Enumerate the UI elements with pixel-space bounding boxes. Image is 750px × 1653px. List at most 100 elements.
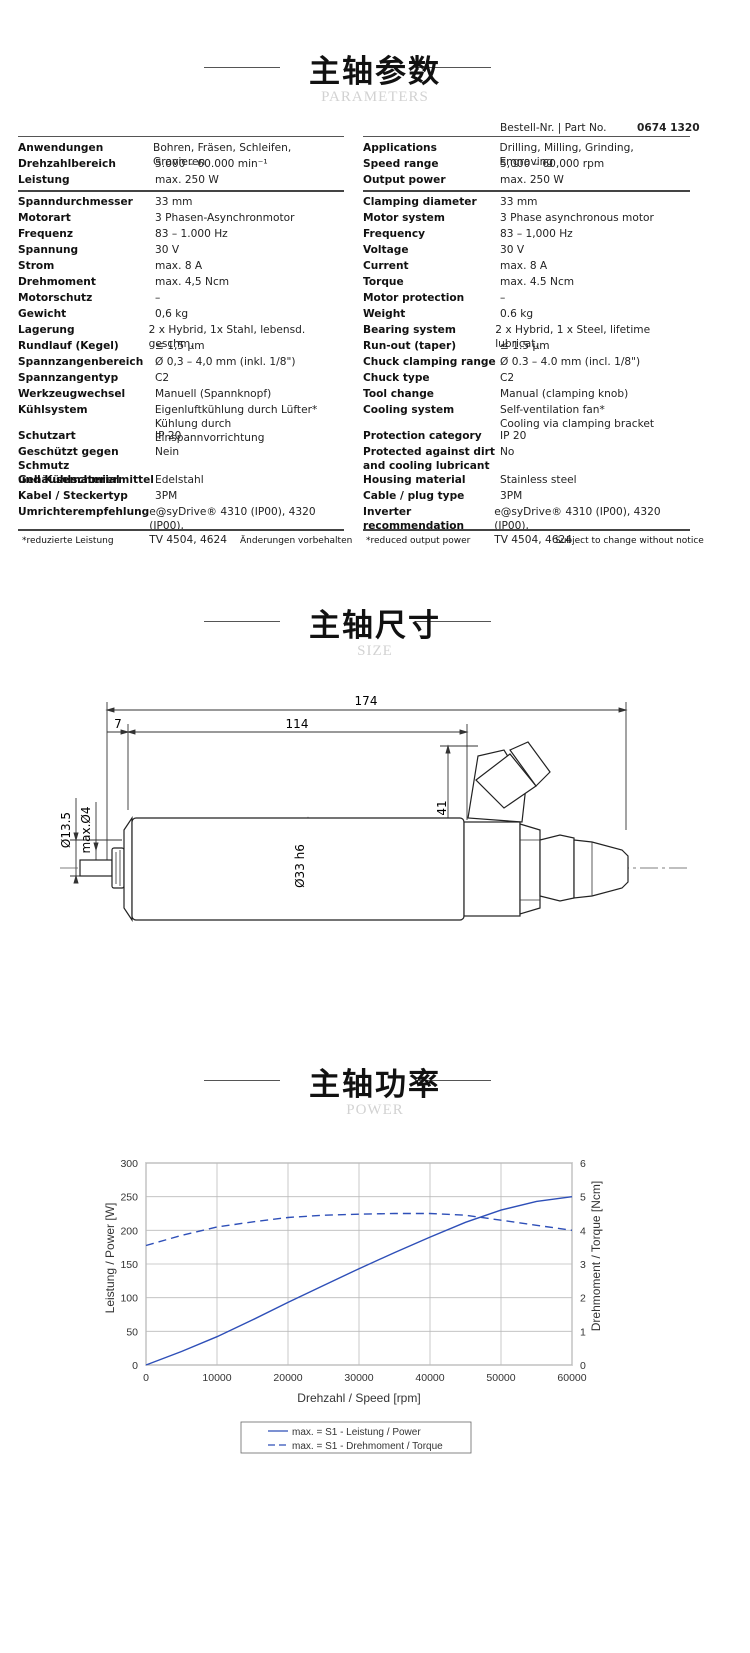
y2-tick-label: 1 xyxy=(580,1326,586,1338)
section-subtitle: PARAMETERS xyxy=(321,89,429,105)
param-value: 3PM xyxy=(500,490,523,502)
footnote-changes-en: Subject to change without notice xyxy=(555,536,704,546)
param-value: max. 8 A xyxy=(500,260,548,272)
x-tick-label: 30000 xyxy=(344,1372,373,1384)
param-label: Output power xyxy=(363,174,446,186)
param-value: IP 20 xyxy=(500,430,527,442)
table-divider xyxy=(363,136,690,137)
param-row-de: Spannzangentyp C2 xyxy=(18,371,169,385)
y2-tick-label: 2 xyxy=(580,1293,586,1305)
spindle-dimension-drawing: 174 114 7 41 Ø13.5 max.Ø4 Ø33 h6 xyxy=(59,694,690,922)
param-label: Rundlauf (Kegel) xyxy=(18,340,119,352)
dim-collet-diameter: Ø13.5 xyxy=(59,812,73,848)
param-value: Eigenluftkühlung durch Lüfter* Kühlung d… xyxy=(154,404,318,444)
param-value: Manuell (Spannknopf) xyxy=(155,388,272,400)
power-series-line xyxy=(145,1196,573,1366)
param-label: Current xyxy=(363,260,409,272)
title-rule-right xyxy=(415,621,491,622)
chart-legend: max. = S1 - Leistung / Power max. = S1 -… xyxy=(240,1421,472,1454)
param-value: No xyxy=(500,446,515,458)
legend-entry-power: max. = S1 - Leistung / Power xyxy=(292,1427,421,1438)
param-label: Motor protection xyxy=(363,292,465,304)
y-tick-label: 200 xyxy=(120,1225,138,1237)
param-label: Run-out (taper) xyxy=(363,340,457,352)
param-label: Leistung xyxy=(18,174,70,186)
param-label: Chuck type xyxy=(363,372,430,384)
param-label: Kabel / Steckertyp xyxy=(18,490,128,502)
param-row-en: Motor protection– xyxy=(363,291,505,305)
y2-tick-label: 0 xyxy=(580,1360,586,1372)
x-tick-label: 0 xyxy=(143,1372,149,1384)
param-value: IP 20 xyxy=(155,430,182,442)
y2-tick-label: 3 xyxy=(580,1259,586,1271)
param-value: max. 8 A xyxy=(155,260,203,272)
section-subtitle: SIZE xyxy=(357,643,393,659)
section-title: 主轴尺寸 xyxy=(309,608,441,644)
param-label: Protected against dirt and cooling lubri… xyxy=(363,446,495,472)
param-value: Bohren, Fräsen, Schleifen, Gravieren xyxy=(153,142,292,168)
param-label: Lagerung xyxy=(18,324,75,336)
param-label: Strom xyxy=(18,260,55,272)
y-tick-label: 0 xyxy=(132,1360,138,1372)
dim-body-length: 114 xyxy=(286,717,309,731)
param-label: Chuck clamping range xyxy=(363,356,496,368)
param-row-en: Protection category IP 20 xyxy=(363,429,526,443)
param-label: Motorart xyxy=(18,212,71,224)
param-value: Edelstahl xyxy=(155,474,204,486)
param-value: max. 4,5 Ncm xyxy=(155,276,230,288)
param-label: Drehzahlbereich xyxy=(18,158,116,170)
table-divider xyxy=(363,190,690,192)
param-value: 83 – 1,000 Hz xyxy=(500,228,573,240)
x-tick-label: 60000 xyxy=(557,1372,586,1384)
x-tick-label: 40000 xyxy=(415,1372,444,1384)
param-value: 5,000 – 60,000 rpm xyxy=(500,158,605,170)
table-divider xyxy=(18,529,344,531)
param-value: 30 V xyxy=(500,244,525,256)
param-row-de: Leistung max. 250 W xyxy=(18,173,219,187)
param-value: C2 xyxy=(155,372,170,384)
dim-connector-height: 41 xyxy=(435,800,449,815)
param-label: Clamping diameter xyxy=(363,196,477,208)
param-label: Gehäusematerial xyxy=(18,474,120,486)
param-label: Motorschutz xyxy=(18,292,93,304)
y2-axis-label: Drehmoment / Torque [Ncm] xyxy=(589,1181,603,1332)
param-label: Spannung xyxy=(18,244,79,256)
param-row-de: Frequenz 83 – 1.000 Hz xyxy=(18,227,228,241)
param-value: 0,6 kg xyxy=(155,308,189,320)
legend-entry-torque: max. = S1 - Drehmoment / Torque xyxy=(292,1441,443,1452)
param-value: 83 – 1.000 Hz xyxy=(155,228,228,240)
param-label: Schutzart xyxy=(18,430,76,442)
param-value: max. 250 W xyxy=(155,174,219,186)
dim-overall-length: 174 xyxy=(355,694,378,708)
size-header: 主轴尺寸 SIZE xyxy=(0,600,750,660)
x-tick-label: 20000 xyxy=(273,1372,302,1384)
param-row-en: Protected against dirt and cooling lubri… xyxy=(363,445,514,473)
title-rule-left xyxy=(204,621,280,622)
table-divider xyxy=(18,190,344,192)
y-axis-label: Leistung / Power [W] xyxy=(103,1203,117,1314)
y-tick-label: 250 xyxy=(120,1192,138,1204)
param-value: Drilling, Milling, Grinding, Engraving xyxy=(499,142,634,168)
x-axis-label: Drehzahl / Speed [rpm] xyxy=(297,1391,420,1405)
param-label: Protection category xyxy=(363,430,482,442)
power-header: 主轴功率 POWER xyxy=(0,1059,750,1119)
order-number-value: 0674 1320 xyxy=(637,122,700,134)
y-tick-label: 50 xyxy=(126,1326,138,1338)
param-row-de: Rundlauf (Kegel)≤ 1,5 µm xyxy=(18,339,205,353)
param-label: Tool change xyxy=(363,388,434,400)
param-label: Spannzangentyp xyxy=(18,372,119,384)
param-label: Frequenz xyxy=(18,228,73,240)
